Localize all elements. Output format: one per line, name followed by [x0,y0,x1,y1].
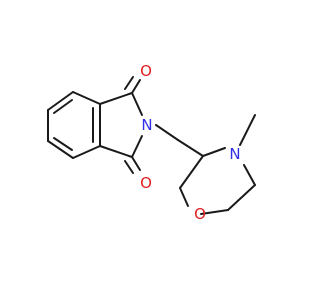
bond-c3-o-b [124,160,134,174]
bond-c1-c3a [99,92,133,105]
oxygen-atom-bottom: O [140,174,152,192]
nitrogen-atom-imide: N [141,116,152,134]
bond-c3-n [131,135,143,158]
bond-c1-o-b [124,76,134,90]
oxygen-atom-morpholine: O [194,205,206,223]
bond-benzene-2 [47,91,74,111]
bond-c5-c6 [227,184,256,211]
nitrogen-atom-morpholine: N [229,145,240,163]
bond-c1-n [131,92,143,116]
bond-c3-c7a [99,145,133,158]
bond-c3m-n4 [202,147,226,157]
molecule-diagram: O O N N O [47,62,256,223]
bond-n4-c5 [243,164,256,186]
bond-ch2-c3m [177,139,204,157]
atom-labels: O O N N O [140,62,241,223]
bond-benzene-1 [72,91,101,105]
bond-c3-o-a [131,156,141,171]
bond-c1-o-a [131,79,141,94]
bonds [47,76,256,215]
bond-o1-c2 [179,187,189,207]
bond-c2-c3m [179,155,204,189]
bond-benzene-2b [53,99,73,114]
bond-benzene-4 [47,140,74,159]
bond-n-ch2 [155,124,179,141]
bond-c6-o1 [200,209,229,215]
oxygen-atom-top: O [140,62,152,80]
bond-benzene-4b [53,137,73,151]
bond-benzene-5 [72,145,101,159]
bond-n4-methyl [239,114,256,146]
